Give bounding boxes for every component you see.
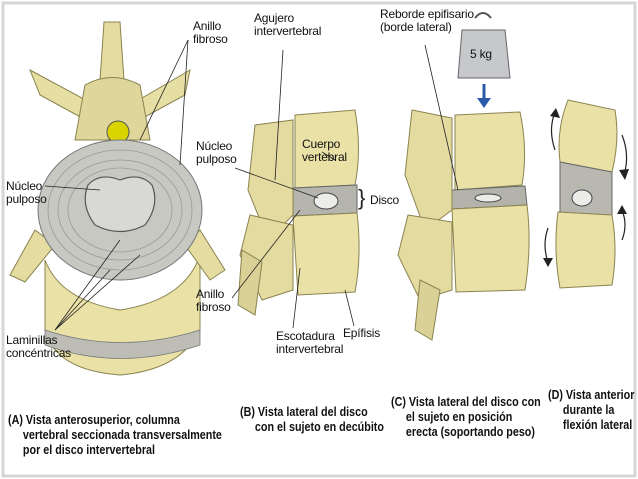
label-anillo-fibroso-a: Anillo fibroso xyxy=(193,19,228,46)
label-laminillas: Laminillas concéntricas xyxy=(6,333,71,360)
panel-c-vertebrae xyxy=(397,12,530,341)
label-disco: Disco xyxy=(370,193,400,207)
panel-b-vertebrae xyxy=(237,109,360,316)
weight-label: 5 kg xyxy=(470,47,492,61)
label-epifisis: Epífisis xyxy=(343,326,381,340)
panel-d-vertebrae xyxy=(543,99,629,289)
caption-c: (C) Vista lateral del disco con el sujet… xyxy=(391,395,541,439)
label-reborde: Reborde epifisario (borde lateral) xyxy=(380,7,474,34)
svg-text:}: } xyxy=(358,185,365,210)
label-escotadura: Escotadura intervertebral xyxy=(276,329,344,356)
label-agujero: Agujero intervertebral xyxy=(254,11,322,38)
caption-a: (A) Vista anterosuperior, columna verteb… xyxy=(8,413,222,457)
label-anillo-fibroso-b: Anillo fibroso xyxy=(196,287,231,314)
caption-b: (B) Vista lateral del disco con el sujet… xyxy=(240,405,384,434)
caption-d: (D) Vista anterior durante la flexión la… xyxy=(548,388,635,432)
label-nucleo-pulposo-a: Núcleo pulposo xyxy=(6,179,47,206)
label-cuerpo-vertebral: Cuerpo vertebral xyxy=(302,137,347,164)
panel-a-vertebra xyxy=(9,21,226,376)
label-nucleo-pulposo-b: Núcleo pulposo xyxy=(196,139,237,166)
